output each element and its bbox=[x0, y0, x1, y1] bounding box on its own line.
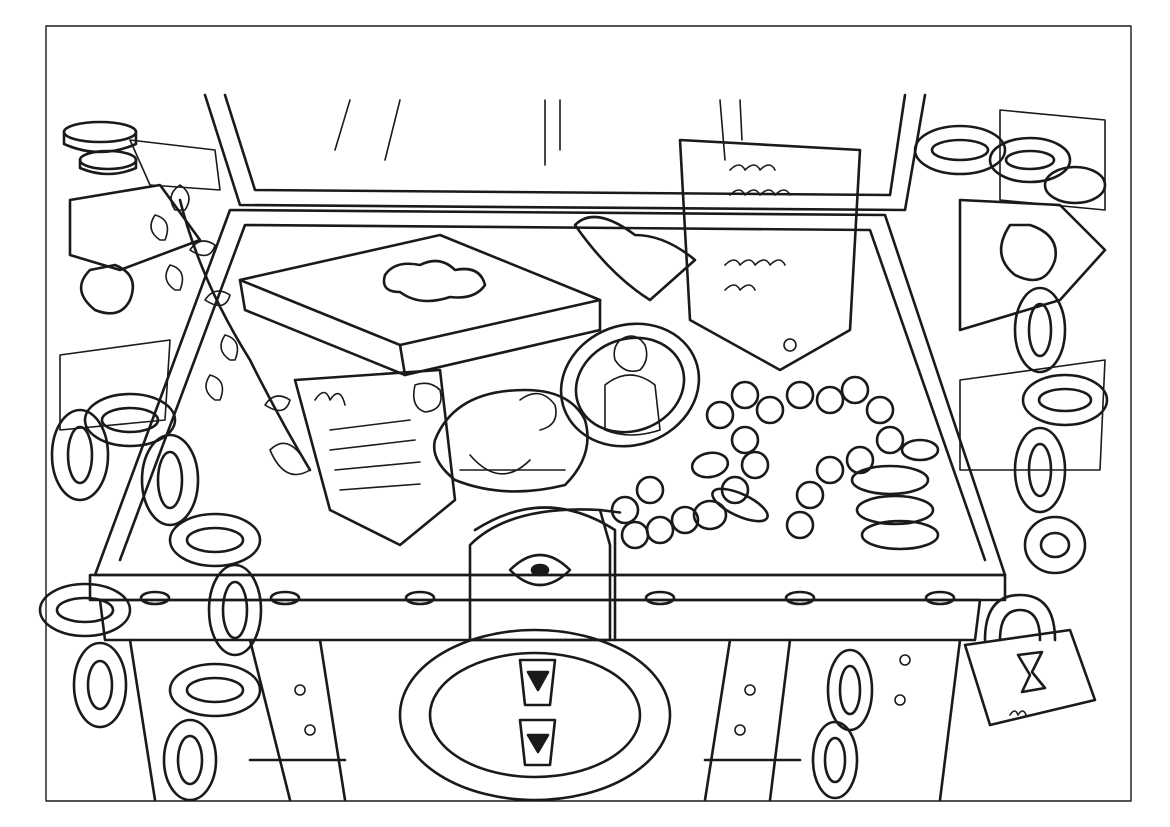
background-papers bbox=[59, 109, 1107, 471]
chain-right bbox=[811, 124, 1109, 800]
padlock-icon bbox=[963, 593, 1097, 727]
shell bbox=[432, 388, 589, 493]
gold-coins bbox=[690, 438, 940, 551]
book bbox=[238, 233, 602, 377]
chain-left bbox=[38, 392, 263, 802]
chest-body bbox=[88, 208, 1007, 802]
lock-plate bbox=[398, 506, 672, 802]
pearl-necklace bbox=[610, 375, 905, 550]
page-frame bbox=[45, 25, 1132, 802]
coin-stack-icon bbox=[62, 120, 138, 176]
letter-paper bbox=[293, 368, 457, 547]
scroll-paper bbox=[573, 138, 862, 372]
portrait-locket bbox=[559, 322, 701, 448]
chest-lid bbox=[203, 93, 927, 212]
plant-leaves bbox=[150, 184, 312, 476]
